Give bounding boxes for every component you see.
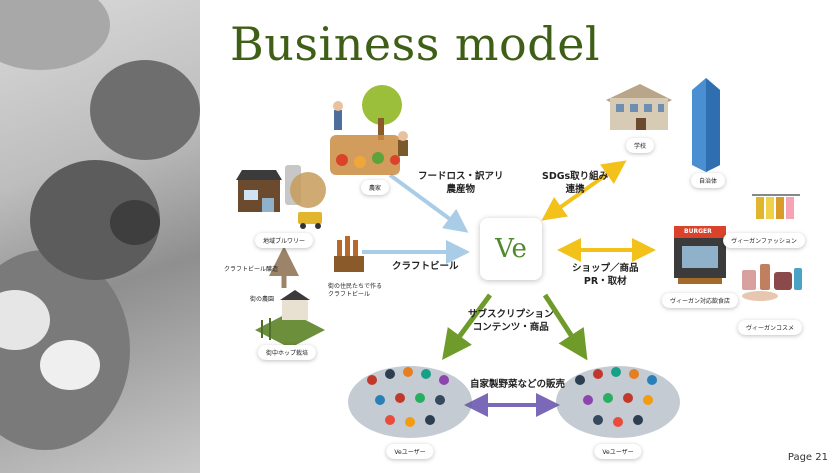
node-vegan-fashion: ヴィーガンファッション bbox=[723, 233, 805, 248]
edge-shop: ショップ／商品 PR・取材 bbox=[572, 263, 639, 287]
edge-food-loss: フードロス・訳アリ 農産物 bbox=[418, 171, 504, 195]
hop-farm-small-label: 街の農園 bbox=[250, 296, 275, 303]
brewery-illustration bbox=[236, 165, 326, 229]
node-users-left: Veユーザー bbox=[386, 444, 434, 459]
fashion-rack-illustration bbox=[752, 194, 800, 219]
ve-logo-box: Ve bbox=[480, 218, 542, 280]
edge-homemade-veg: 自家製野菜などの販売 bbox=[470, 379, 566, 390]
node-vegan-cosmetics: ヴィーガンコスメ bbox=[737, 320, 803, 335]
page-title: Business model bbox=[230, 17, 601, 71]
farm-illustration bbox=[330, 85, 408, 175]
restaurant-illustration bbox=[674, 226, 726, 284]
node-school: 学校 bbox=[625, 138, 655, 153]
edge-subscription: サブスクリプション コンテンツ・商品 bbox=[468, 309, 554, 333]
node-users-right: Veユーザー bbox=[594, 444, 642, 459]
food-photo bbox=[0, 0, 200, 473]
arrow-farm-to-ve bbox=[388, 173, 469, 233]
residents-beer-label: 街の住民たちで作る クラフトビール bbox=[328, 283, 383, 298]
hop-farm-illustration bbox=[255, 290, 325, 348]
ve-logo-text: Ve bbox=[495, 234, 527, 264]
edge-craft-beer: クラフトビール bbox=[392, 261, 459, 272]
arrow-ve-users-right bbox=[542, 293, 588, 361]
node-hop-farm: 街中ホップ栽培 bbox=[257, 345, 317, 360]
municipality-building-illustration bbox=[692, 78, 720, 172]
arrow-ve-users-left bbox=[442, 293, 493, 361]
school-illustration bbox=[606, 84, 672, 130]
crowd-right-illustration bbox=[556, 366, 680, 438]
node-farm: 農家 bbox=[360, 180, 390, 195]
beer-bottles-illustration bbox=[334, 236, 364, 272]
page-number: Page 21 bbox=[787, 452, 828, 463]
edge-sdgs: SDGs取り組み 連携 bbox=[542, 171, 609, 195]
craft-beer-brewing-label: クラフトビール醸造 bbox=[224, 266, 279, 273]
node-municipality: 自治体 bbox=[690, 173, 726, 188]
burger-sign: BURGER bbox=[684, 228, 712, 235]
cosmetics-illustration bbox=[742, 264, 802, 301]
crowd-left-illustration bbox=[348, 366, 472, 438]
node-vegan-restaurant: ヴィーガン対応飲食店 bbox=[661, 293, 739, 308]
node-brewery: 地域ブルワリー bbox=[254, 233, 314, 248]
arrow-ve-school bbox=[541, 160, 627, 221]
